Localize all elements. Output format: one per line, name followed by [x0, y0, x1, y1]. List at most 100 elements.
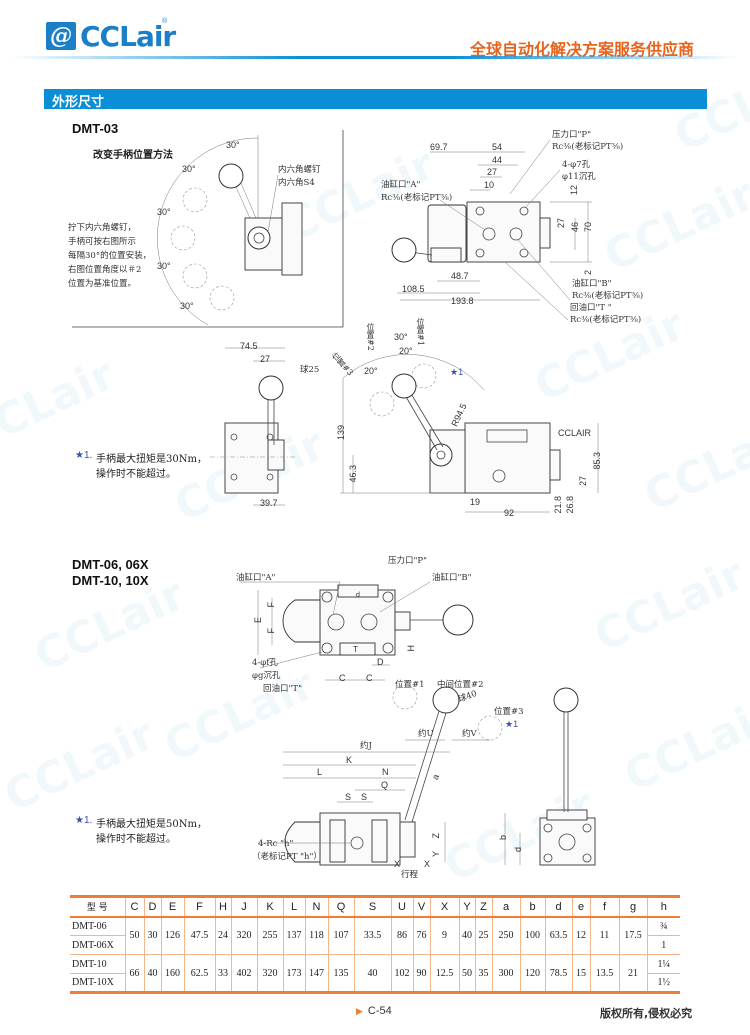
value-cell: 40 — [458, 916, 476, 955]
position-1-label: 位置#1 — [416, 318, 425, 346]
dim-label: 27 — [487, 167, 498, 177]
value-cell: 11 — [589, 916, 620, 955]
model-title-dmt06: DMT-06, 06X — [72, 557, 149, 572]
value-cell: 24 — [214, 916, 232, 955]
section-bar — [44, 89, 707, 109]
col-header: f — [589, 896, 620, 917]
handle-ball — [391, 373, 417, 399]
value-cell: 86 — [390, 916, 414, 955]
port-p-thread: Rc⅜(老标记PT⅜) — [552, 142, 624, 152]
value-cell: 137 — [282, 916, 306, 955]
dim-label: 48.7 — [451, 271, 469, 281]
stroke-label: 行程 — [401, 870, 419, 880]
dim-label: 19 — [470, 497, 481, 507]
handle-ball — [442, 604, 474, 636]
model-title-dmt10: DMT-10, 10X — [72, 573, 149, 588]
section-title: 外形尺寸 — [52, 95, 105, 110]
dim-label: 44 — [492, 155, 503, 165]
angle-label: 30° — [180, 301, 194, 311]
torque-note-2: 操作时不能超过。 — [96, 834, 176, 845]
port-a-label: 油缸口"A" — [236, 573, 276, 583]
dim-S: S — [345, 792, 352, 802]
handle-ball — [391, 237, 417, 263]
torque-note: 手柄最大扭矩是50Nm， — [96, 819, 207, 830]
valve-body-front — [464, 422, 551, 494]
col-header: d — [544, 896, 573, 917]
dim-K: K — [346, 755, 353, 765]
value-cell: 40 — [143, 954, 162, 993]
col-header: N — [304, 896, 329, 917]
value-cell: 12.5 — [429, 954, 460, 993]
star-note-marker: ★1. — [75, 450, 93, 461]
dim-label: 46.3 — [348, 465, 358, 483]
value-cell: 100 — [519, 916, 546, 955]
dim-X: X — [424, 859, 431, 869]
port-p-label: 压力口"P" — [552, 130, 592, 140]
star-marker: ★1 — [450, 367, 464, 377]
value-cell: 13.5 — [589, 954, 620, 993]
model-title-dmt03: DMT-03 — [72, 121, 119, 136]
dim-Z: Z — [431, 833, 441, 839]
port-a-thread: Rc⅜(老标记PT⅜) — [381, 193, 453, 203]
col-header: g — [618, 896, 648, 917]
slogan: 全球自动化解决方案服务供应商 — [470, 40, 695, 59]
value-cell: 50 — [458, 954, 476, 993]
dim-label: 46 — [570, 222, 580, 233]
thread-size-cell: ¾ — [646, 916, 680, 936]
dim-b: b — [498, 835, 508, 841]
counterbore-label: φ11沉孔 — [562, 172, 596, 182]
col-header: Y — [458, 896, 476, 917]
angle-label: 20° — [364, 366, 378, 376]
col-header: Z — [474, 896, 493, 917]
angle-label: 30° — [182, 164, 196, 174]
handle-method-title: 改变手柄位置方法 — [93, 150, 173, 161]
thread-old-label: （老标记PT "h"） — [252, 852, 322, 862]
value-cell: 63.5 — [544, 916, 573, 955]
dim-C: C — [366, 673, 373, 683]
dim-label: 26.8 — [565, 496, 575, 514]
star-marker: ★1 — [505, 719, 519, 729]
dim-Y: Y — [431, 851, 441, 858]
hex-size-label: 内六角S4 — [278, 178, 315, 188]
brand-plate: CCLAIR — [558, 428, 592, 438]
port-t-thread: Rc⅜(老标记PT⅜) — [570, 315, 642, 325]
dim-d: d — [356, 592, 360, 599]
handle-ball — [218, 163, 244, 189]
page-number: ▶C-54 — [356, 1005, 392, 1017]
col-header: a — [491, 896, 521, 917]
dim-F: F — [266, 628, 276, 634]
value-cell: 255 — [256, 916, 284, 955]
dim-C: C — [339, 673, 346, 683]
instruction-line: 手柄可按右图所示 — [68, 237, 137, 247]
dim-label: 21.8 — [553, 496, 563, 514]
dim-H: H — [406, 645, 416, 652]
logo-mark: @ — [46, 22, 76, 50]
valve-body-end — [539, 817, 596, 866]
port-a-label: 油缸口"A" — [381, 180, 421, 190]
col-header: L — [282, 896, 306, 917]
ball-label: 球25 — [300, 365, 320, 375]
dim-X: X — [394, 859, 401, 869]
star-note-marker: ★1. — [75, 815, 93, 826]
torque-note: 手柄最大扭矩是30Nm， — [96, 454, 207, 465]
hex-screw-label: 内六角螺钉 — [278, 165, 321, 175]
handle-ball — [553, 687, 579, 713]
col-header: b — [519, 896, 546, 917]
port-p-label: 压力口"P" — [388, 556, 428, 566]
model-cell: DMT-10X — [70, 973, 126, 993]
model-cell: DMT-06X — [70, 935, 126, 955]
value-cell: 78.5 — [544, 954, 573, 993]
handle-ball — [258, 375, 284, 401]
value-cell: 17.5 — [618, 916, 648, 955]
value-cell: 21 — [618, 954, 648, 993]
port-t-label: 回油口"T " — [570, 303, 612, 313]
value-cell: 320 — [230, 916, 258, 955]
col-header: e — [571, 896, 591, 917]
value-cell: 47.5 — [183, 916, 216, 955]
col-header: K — [256, 896, 284, 917]
dim-label: 27 — [556, 218, 566, 229]
dim-Q: Q — [381, 780, 389, 790]
